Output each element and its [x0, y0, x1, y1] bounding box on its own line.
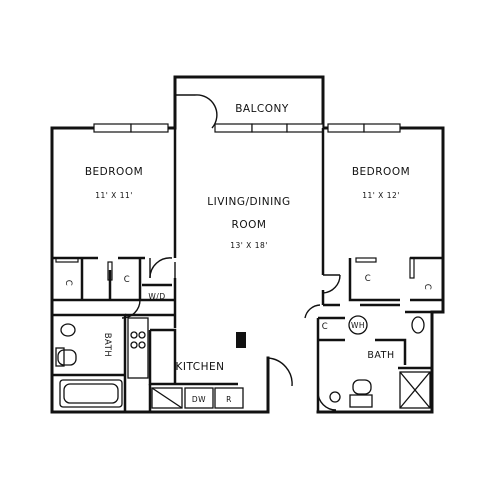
closet-label-bath-right: C — [322, 322, 328, 332]
bedroom-right-label: BEDROOM — [352, 166, 410, 178]
water-heater-label: WH — [351, 321, 365, 330]
living-size: 13' X 18' — [230, 241, 268, 250]
living-label-line1: LIVING/DINING — [207, 196, 290, 208]
washer-dryer-label: W/D — [148, 292, 165, 301]
door-swings — [121, 94, 341, 411]
refrigerator-label: R — [226, 395, 232, 404]
closet-label-left-1: C — [63, 280, 73, 286]
outer-walls — [50, 75, 445, 414]
column-block — [236, 332, 246, 348]
kitchen-fixtures — [127, 317, 244, 409]
windows — [93, 123, 401, 133]
bath-left-label: BATH — [102, 333, 112, 358]
bedroom-left-label: BEDROOM — [85, 166, 143, 178]
closet-label-right-1: C — [365, 274, 371, 284]
kitchen-label: KITCHEN — [176, 361, 225, 373]
balcony-label: BALCONY — [235, 103, 289, 115]
living-label-line2: ROOM — [232, 219, 267, 231]
closet-label-left-2: C — [124, 275, 130, 285]
closet-doors — [55, 257, 415, 281]
left-bath-fixtures — [55, 323, 123, 408]
bath-right-label: BATH — [367, 350, 394, 361]
right-bath-fixtures — [329, 315, 431, 409]
dishwasher-label: DW — [192, 395, 206, 404]
bedroom-left-size: 11' X 11' — [95, 191, 133, 200]
closet-label-right-2: C — [422, 284, 432, 290]
bedroom-right-size: 11' X 12' — [362, 191, 400, 200]
